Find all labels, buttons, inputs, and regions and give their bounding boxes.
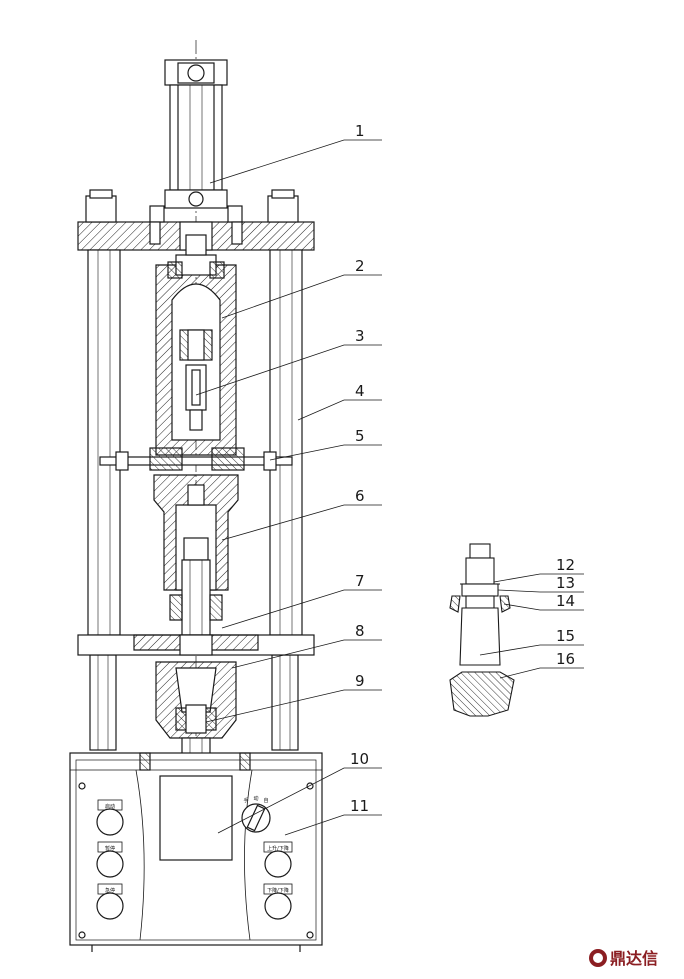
callout-7: 7 — [355, 572, 365, 590]
callout-labels: 1 2 3 4 5 6 7 8 9 10 11 12 13 14 15 16 — [350, 122, 575, 815]
callout-4: 4 — [355, 382, 365, 400]
callout-10: 10 — [350, 750, 369, 768]
main-assembly — [69, 40, 323, 952]
callout-11: 11 — [350, 797, 369, 815]
callout-6: 6 — [355, 487, 365, 505]
sensor — [179, 329, 213, 431]
lower-plate — [77, 634, 315, 656]
callout-9: 9 — [355, 672, 365, 690]
right-button-label-1: 上升/下降 — [267, 845, 289, 852]
switch-label-1: 手 — [243, 797, 248, 804]
callout-14: 14 — [556, 592, 575, 610]
left-push-buttons — [96, 799, 124, 920]
guide-columns — [87, 249, 303, 751]
left-button-label-3: 急停 — [105, 887, 115, 894]
brand-logo: 鼎达信 — [589, 949, 658, 968]
right-button-label-2: 下降/下降 — [267, 887, 289, 894]
logo-text: 鼎达信 — [610, 949, 658, 968]
switch-label-3: 自 — [263, 797, 268, 804]
callout-3: 3 — [355, 327, 365, 345]
cylinder — [164, 59, 228, 209]
panel-labels: 启动 暂停 急停 上升/下降 下降/下降 手 动 自 — [105, 795, 289, 894]
switch-label-2: 动 — [253, 795, 258, 802]
callout-5: 5 — [355, 427, 365, 445]
callout-15: 15 — [556, 627, 575, 645]
bearing — [169, 594, 223, 621]
guide-bar — [99, 447, 293, 471]
detail-view — [449, 543, 515, 717]
top-plate — [77, 189, 315, 251]
left-button-label-1: 启动 — [105, 803, 115, 810]
callout-16: 16 — [556, 650, 575, 668]
callout-8: 8 — [355, 622, 365, 640]
callout-2: 2 — [355, 257, 365, 275]
selector-knob — [241, 803, 271, 833]
right-push-buttons — [263, 841, 293, 920]
leader-lines — [195, 139, 584, 836]
callout-12: 12 — [556, 556, 575, 574]
lower-housing — [153, 474, 239, 651]
callout-13: 13 — [556, 574, 575, 592]
left-button-label-2: 暂停 — [105, 845, 115, 852]
callout-1: 1 — [355, 122, 365, 140]
